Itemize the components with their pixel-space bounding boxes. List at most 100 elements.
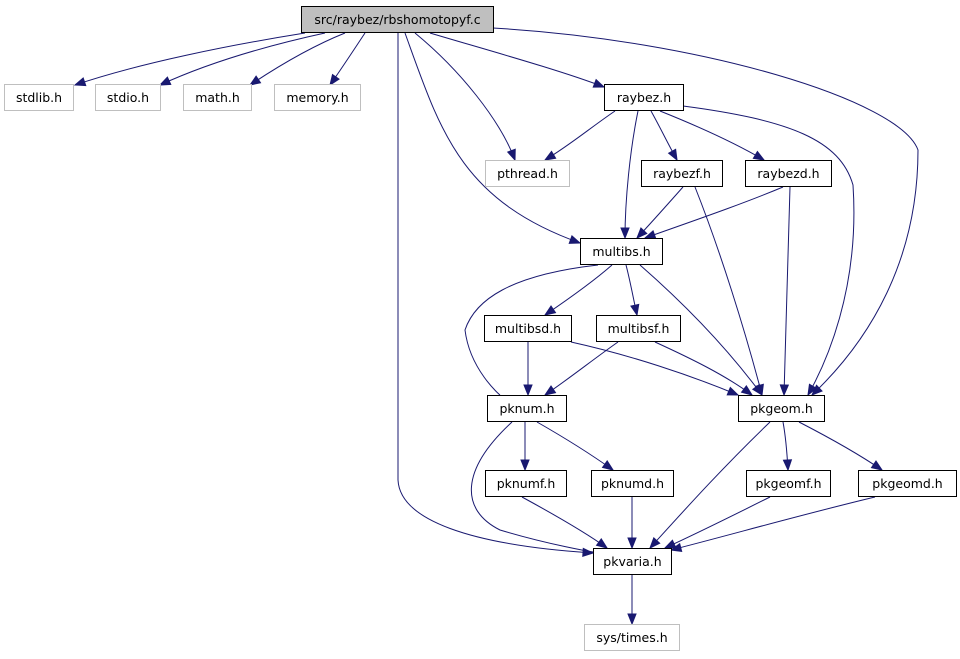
edge-line [464,264,599,396]
node-label: pkgeom.h [750,401,813,416]
edge-multibs-to-pkgeom [639,264,763,397]
node-pkgeomd[interactable]: pkgeomd.h [858,470,957,497]
edge-raybezf-to-multibs [636,186,684,239]
node-pkgeomf[interactable]: pkgeomf.h [746,470,831,497]
node-box [183,84,252,111]
node-box [485,160,570,187]
edge-multibsf-to-pknum [543,341,619,396]
node-memory: memory.h [274,84,361,111]
node-pknumf[interactable]: pknumf.h [485,470,567,497]
edge-root-to-stdlib [73,32,306,87]
node-label: multibsf.h [608,321,670,336]
node-box [484,315,572,342]
edge-line [639,264,763,396]
edge-pknum-to-pkvaria [470,421,594,553]
edge-line [544,341,619,396]
edge-arrowhead [543,385,557,396]
node-label: multibsd.h [495,321,561,336]
node-label: memory.h [286,90,348,105]
node-box [301,6,494,33]
edge-multibs-to-multibsd [543,264,613,316]
edge-arrowhead [601,460,615,471]
node-box [591,470,674,497]
node-label: raybezf.h [653,166,711,181]
edge-arrowhead [740,384,754,396]
node-raybezd[interactable]: raybezd.h [745,160,832,187]
node-label: pknumf.h [497,476,556,491]
edge-multibs-to-pknum [464,264,599,396]
edge-raybezd-to-multibs [643,186,784,239]
edge-arrowhead [329,73,340,87]
node-box [4,84,74,111]
edge-raybezf-to-pkgeom [694,186,764,397]
node-label: math.h [195,90,240,105]
node-box [487,395,567,422]
edge-arrowhead [568,234,582,244]
node-pkgeom[interactable]: pkgeom.h [738,395,825,422]
node-pknumd[interactable]: pknumd.h [591,470,674,497]
edge-root-to-multibs [404,32,582,244]
edge-multibsd-to-pknum [523,342,533,397]
edge-arrowhead [158,76,172,86]
node-multibs[interactable]: multibs.h [580,238,663,265]
node-pthread: pthread.h [485,160,570,187]
edge-line [470,421,594,553]
edge-line [544,110,616,161]
edge-arrowhead [595,537,609,549]
edge-line [624,110,639,239]
edge-arrowhead [807,383,818,397]
edge-arrowhead [248,75,262,86]
node-raybezf[interactable]: raybezf.h [641,160,723,187]
edge-line [659,110,765,161]
edge-arrowhead [667,148,678,162]
node-multibsd[interactable]: multibsd.h [484,315,572,342]
node-label: multibs.h [592,244,650,259]
edge-pkvaria-to-systimes [627,574,637,626]
edge-arrowhead [870,460,884,471]
edge-pkgeomd-to-pkvaria [669,496,876,553]
edge-root-to-stdio [158,32,326,86]
node-box [738,395,825,422]
edge-line [492,27,919,396]
node-multibsf[interactable]: multibsf.h [596,315,681,342]
node-box [858,470,957,497]
node-root[interactable]: src/raybez/rbshomotopyf.c [301,6,494,33]
edge-arrowhead [620,227,630,240]
edge-raybez-to-pthread [543,110,616,161]
edge-arrowhead [643,230,657,239]
node-box [745,160,832,187]
edge-raybez-to-raybezd [659,110,766,161]
edge-raybez-to-pkgeom [682,105,855,397]
node-box [485,470,567,497]
node-box [604,84,684,111]
edge-pkgeomf-to-pkvaria [663,496,771,549]
node-raybez[interactable]: raybez.h [604,84,684,111]
edge-arrowhead [592,78,606,88]
node-box [95,84,161,111]
node-pkvaria[interactable]: pkvaria.h [593,548,672,575]
edge-line [429,32,605,88]
node-box [580,238,663,265]
edge-arrowhead [627,613,637,626]
node-stdio: stdio.h [95,84,161,111]
node-pknum[interactable]: pknum.h [487,395,567,422]
node-label: pknumd.h [601,476,664,491]
nodes-layer: src/raybez/rbshomotopyf.c stdlib.h stdio.h… [4,6,957,651]
edge-pkgeom-to-pkgeomd [798,421,884,471]
edge-line [536,421,614,471]
edges-layer [73,27,919,626]
edge-line [249,32,346,86]
edge-root-to-memory [329,32,366,87]
node-box [274,84,361,111]
edge-pkgeom-to-pkgeomf [782,421,793,472]
edge-line [694,186,763,396]
edge-pknum-to-pknumd [536,421,615,471]
node-systimes: sys/times.h [584,624,680,651]
edge-pknumd-to-pkvaria [627,496,637,550]
edge-pkgeom-to-pkvaria [649,421,771,549]
edge-line [783,186,791,396]
node-label: stdlib.h [16,90,62,105]
edge-line [649,421,771,549]
edge-arrowhead [506,148,516,162]
edge-line [74,32,306,86]
